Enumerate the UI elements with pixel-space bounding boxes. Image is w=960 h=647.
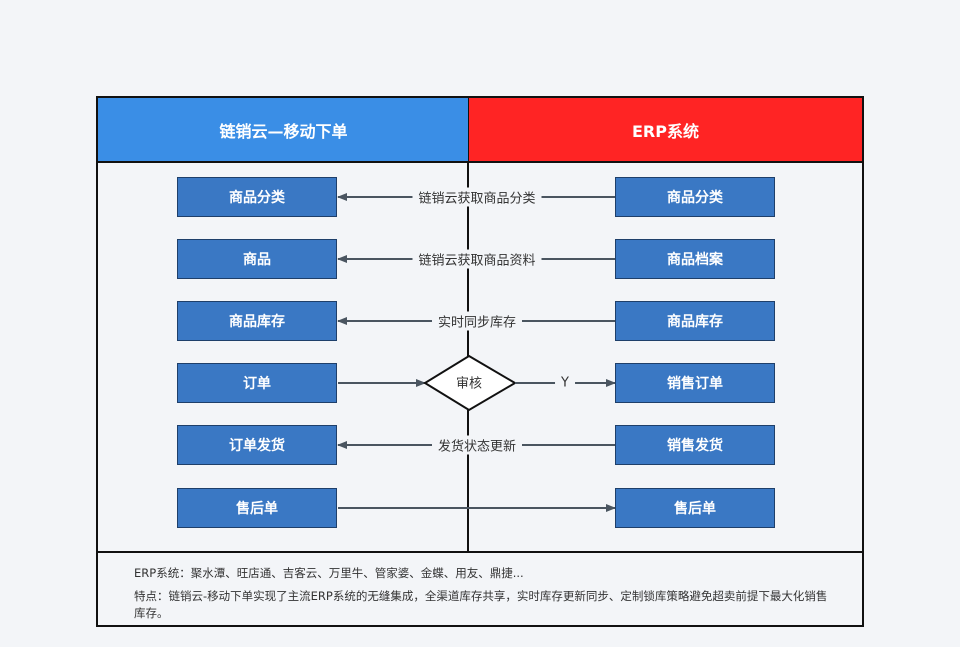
footer-features: 特点：链销云-移动下单实现了主流ERP系统的无缝集成，全渠道库存共享，实时库存更… [134, 589, 828, 620]
decision-label: 审核 [455, 376, 483, 392]
footer-notes: ERP系统：聚水潭、旺店通、吉客云、万里牛、管家婆、金蝶、用友、鼎捷... 特点… [96, 551, 864, 627]
left-node-aftersale-label: 售后单 [236, 501, 278, 517]
right-node-category[interactable]: 商品分类 [615, 177, 775, 217]
right-node-aftersale[interactable]: 售后单 [615, 488, 775, 528]
footer-erp-list: ERP系统：聚水潭、旺店通、吉客云、万里牛、管家婆、金蝶、用友、鼎捷... [134, 566, 524, 580]
right-node-sales-order-label: 销售订单 [667, 376, 723, 392]
edge-label-product: 链销云获取商品资料 [412, 249, 542, 269]
right-node-product-archive-label: 商品档案 [667, 252, 723, 268]
left-node-shipping-label: 订单发货 [229, 438, 285, 454]
left-node-shipping[interactable]: 订单发货 [177, 425, 337, 465]
left-node-category-label: 商品分类 [229, 190, 285, 206]
left-node-product-label: 商品 [243, 252, 271, 268]
right-node-sales-shipping-label: 销售发货 [667, 438, 723, 454]
edge-label-shipping: 发货状态更新 [431, 435, 523, 455]
decision-yes-label: Y [555, 375, 575, 391]
header-right: ERP系统 [468, 96, 864, 163]
edge-label-category: 链销云获取商品分类 [412, 187, 542, 207]
header-left: 链销云—移动下单 [96, 96, 470, 163]
right-node-aftersale-label: 售后单 [674, 501, 716, 517]
header-left-title: 链销云—移动下单 [219, 121, 348, 141]
left-node-order[interactable]: 订单 [177, 363, 337, 403]
left-node-stock-label: 商品库存 [229, 314, 285, 330]
left-node-product[interactable]: 商品 [177, 239, 337, 279]
right-node-stock-label: 商品库存 [667, 314, 723, 330]
header-right-title: ERP系统 [632, 121, 699, 141]
right-node-stock[interactable]: 商品库存 [615, 301, 775, 341]
right-node-category-label: 商品分类 [667, 190, 723, 206]
left-node-aftersale[interactable]: 售后单 [177, 488, 337, 528]
edge-label-stock: 实时同步库存 [431, 311, 523, 331]
right-node-product-archive[interactable]: 商品档案 [615, 239, 775, 279]
left-node-category[interactable]: 商品分类 [177, 177, 337, 217]
left-node-order-label: 订单 [243, 376, 271, 392]
decision-diamond [423, 354, 517, 412]
left-node-stock[interactable]: 商品库存 [177, 301, 337, 341]
right-node-sales-order[interactable]: 销售订单 [615, 363, 775, 403]
right-node-sales-shipping[interactable]: 销售发货 [615, 425, 775, 465]
